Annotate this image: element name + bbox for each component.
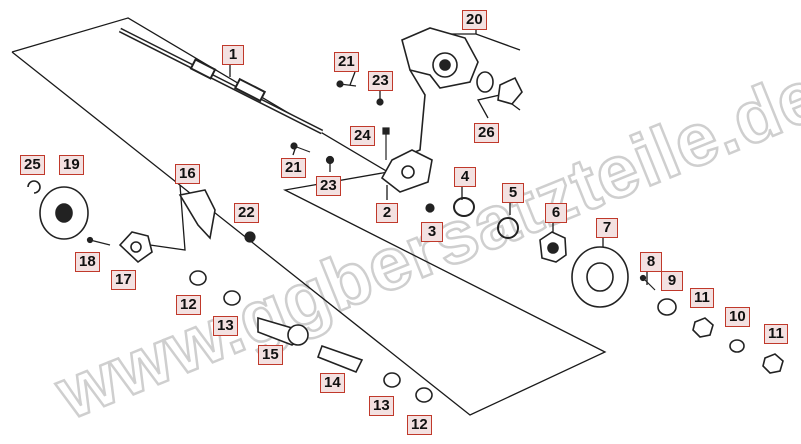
callout-4: 4 xyxy=(454,167,476,187)
callout-23-a: 23 xyxy=(368,71,393,91)
callout-17: 17 xyxy=(111,270,136,290)
callout-18: 18 xyxy=(75,252,100,272)
callout-16: 16 xyxy=(175,164,200,184)
callout-21-a: 21 xyxy=(334,52,359,72)
brake-caliper xyxy=(394,27,523,161)
callout-13-b: 13 xyxy=(369,396,394,416)
callout-6: 6 xyxy=(545,203,567,223)
bearing-housing xyxy=(118,189,216,264)
callout-7: 7 xyxy=(596,218,618,238)
callout-8: 8 xyxy=(640,252,662,272)
callout-11-a: 11 xyxy=(690,288,714,308)
callout-23-b: 23 xyxy=(316,176,341,196)
callout-12-a: 12 xyxy=(176,295,201,315)
brake-bracket xyxy=(380,149,433,193)
callout-22: 22 xyxy=(234,203,259,223)
callout-19: 19 xyxy=(59,155,84,175)
callout-21-b: 21 xyxy=(281,158,306,178)
spacers-nuts xyxy=(657,298,784,374)
callout-12-b: 12 xyxy=(407,415,432,435)
bearings-sleeves xyxy=(189,270,433,403)
callout-5: 5 xyxy=(502,183,524,203)
callout-20: 20 xyxy=(462,10,487,30)
callout-25: 25 xyxy=(20,155,45,175)
callout-13-a: 13 xyxy=(213,316,238,336)
sprocket-carrier xyxy=(27,180,89,240)
frame-line xyxy=(11,17,607,416)
callout-10: 10 xyxy=(725,307,750,327)
axle-shaft xyxy=(118,27,324,135)
brake-disc xyxy=(571,246,629,308)
callout-24: 24 xyxy=(350,126,375,146)
callout-14: 14 xyxy=(320,373,345,393)
rings xyxy=(453,197,519,239)
small-fasteners xyxy=(86,80,656,291)
callout-3: 3 xyxy=(421,222,443,242)
callout-15: 15 xyxy=(258,345,283,365)
callout-11-b: 11 xyxy=(764,324,788,344)
callout-1: 1 xyxy=(222,45,244,65)
callout-9: 9 xyxy=(661,271,683,291)
hub xyxy=(539,231,567,263)
callout-2: 2 xyxy=(376,203,398,223)
callout-26: 26 xyxy=(474,123,499,143)
